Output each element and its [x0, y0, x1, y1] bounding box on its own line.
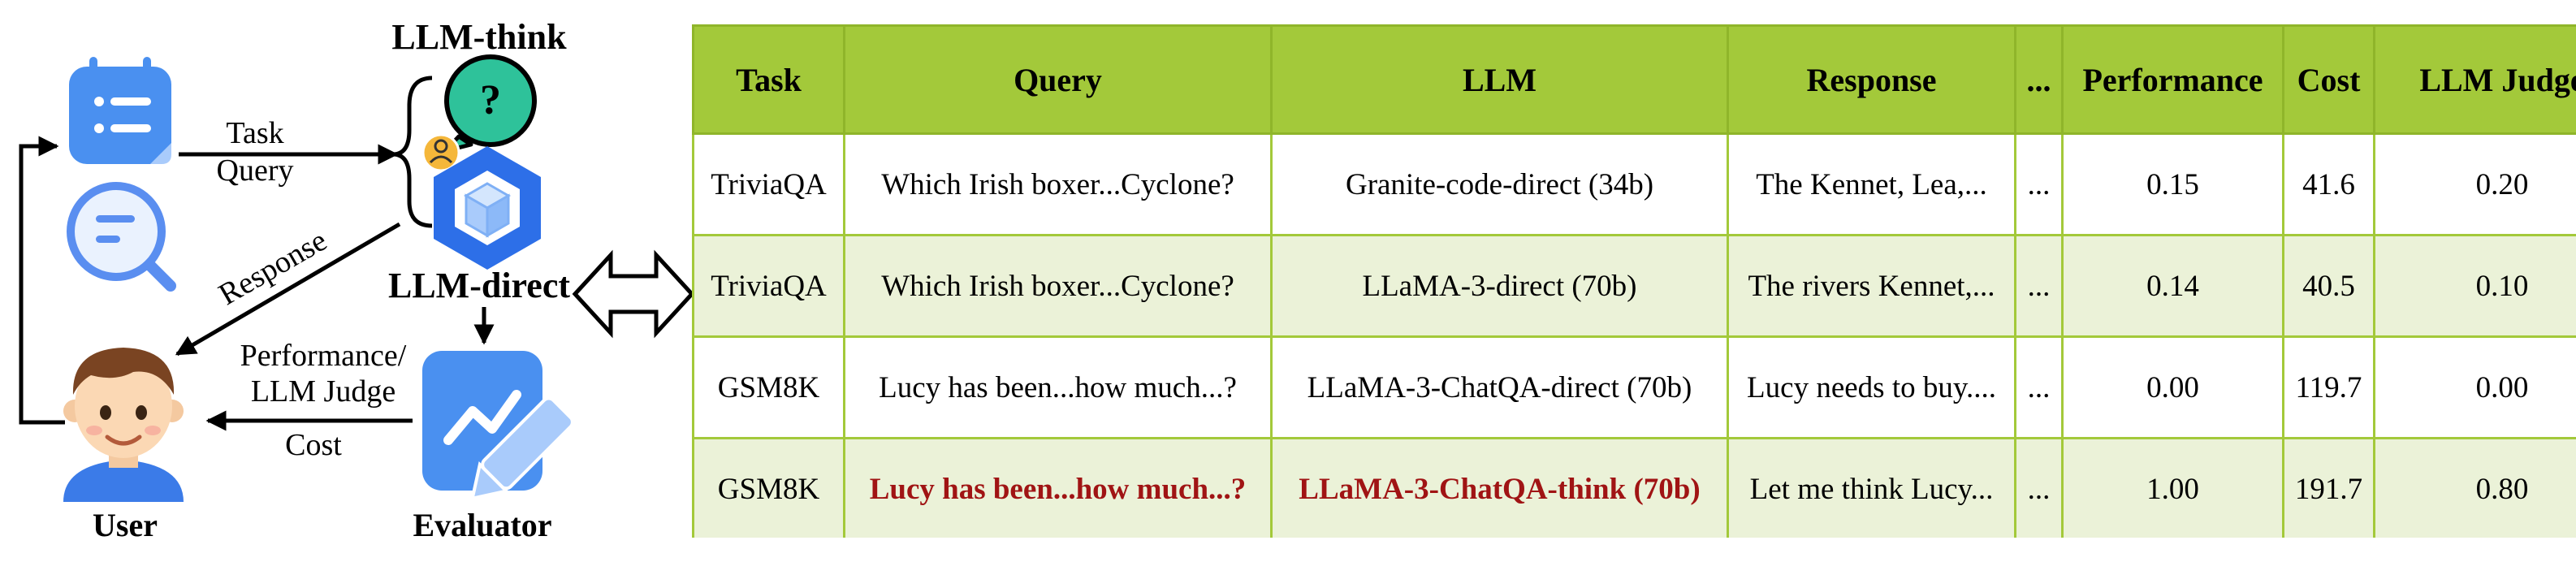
cell-llm: Granite-code-direct (34b)	[1270, 132, 1729, 236]
header-response: Response	[1727, 24, 2016, 135]
user-avatar-icon	[63, 348, 184, 502]
performance-label: Performance/	[240, 339, 407, 373]
cell-query: Lucy has been...how much...?	[843, 335, 1273, 439]
table-row: TriviaQA Which Irish boxer...Cyclone? LL…	[692, 234, 2576, 338]
query-label: Query	[217, 153, 294, 188]
llm-direct-label: LLM-direct	[388, 266, 570, 305]
llm-results-table: Task Query LLM Response ... Performance …	[692, 24, 2576, 538]
cell-llm-highlighted: LLaMA-3-ChatQA-think (70b)	[1270, 437, 1729, 538]
table-row: TriviaQA Which Irish boxer...Cyclone? Gr…	[692, 132, 2576, 236]
cell-llm: LLaMA-3-direct (70b)	[1270, 234, 1729, 338]
cell-ellipsis: ...	[2014, 335, 2064, 439]
user-label: User	[93, 507, 158, 543]
cell-task: TriviaQA	[692, 132, 845, 236]
cell-performance: 1.00	[2061, 437, 2284, 538]
pipeline-diagram: Task Query LLM-think ? LLM-direct Respon…	[19, 17, 695, 543]
llm-think-label: LLM-think	[391, 17, 567, 57]
search-icon	[67, 182, 176, 292]
cell-cost: 191.7	[2282, 437, 2375, 538]
cell-llm-judge: 0.00	[2373, 335, 2576, 439]
cell-llm-judge: 0.80	[2373, 437, 2576, 538]
cell-response: Lucy needs to buy....	[1727, 335, 2016, 439]
cell-cost: 40.5	[2282, 234, 2375, 338]
cell-ellipsis: ...	[2014, 234, 2064, 338]
cell-ellipsis: ...	[2014, 132, 2064, 236]
cell-llm-judge: 0.10	[2373, 234, 2576, 338]
table-row: GSM8K Lucy has been...how much...? LLaMA…	[692, 335, 2576, 439]
cell-performance: 0.00	[2061, 335, 2284, 439]
table-row: GSM8K Lucy has been...how much...? LLaMA…	[692, 437, 2576, 538]
cell-query: Which Irish boxer...Cyclone?	[843, 132, 1273, 236]
cell-task: GSM8K	[692, 335, 845, 439]
cell-cost: 119.7	[2282, 335, 2375, 439]
cell-response: The rivers Kennet,...	[1727, 234, 2016, 338]
cell-response: The Kennet, Lea,...	[1727, 132, 2016, 236]
double-arrow-icon	[572, 249, 695, 339]
cell-task: GSM8K	[692, 437, 845, 538]
person-badge-icon	[421, 133, 460, 172]
header-task: Task	[692, 24, 845, 135]
calendar-icon	[69, 57, 171, 164]
header-performance: Performance	[2061, 24, 2284, 135]
evaluator-label: Evaluator	[413, 507, 551, 543]
cell-query: Which Irish boxer...Cyclone?	[843, 234, 1273, 338]
cell-task: TriviaQA	[692, 234, 845, 338]
header-llm: LLM	[1270, 24, 1729, 135]
llm-results-table-container: Task Query LLM Response ... Performance …	[692, 24, 2576, 538]
cell-llm: LLaMA-3-ChatQA-direct (70b)	[1270, 335, 1729, 439]
header-query: Query	[843, 24, 1273, 135]
task-label: Task	[226, 116, 283, 150]
question-mark: ?	[480, 77, 501, 123]
cell-ellipsis: ...	[2014, 437, 2064, 538]
cell-performance: 0.15	[2061, 132, 2284, 236]
llm-judge-label: LLM Judge	[251, 374, 395, 409]
cell-query-highlighted: Lucy has been...how much...?	[843, 437, 1273, 538]
cost-label: Cost	[285, 428, 342, 462]
cube-icon	[434, 146, 541, 270]
cell-performance: 0.14	[2061, 234, 2284, 338]
cell-cost: 41.6	[2282, 132, 2375, 236]
header-cost: Cost	[2282, 24, 2375, 135]
table-header-row: Task Query LLM Response ... Performance …	[692, 24, 2576, 135]
thinking-bubble-icon: ?	[443, 54, 537, 153]
header-ellipsis: ...	[2014, 24, 2064, 135]
evaluator-pen-icon	[422, 351, 574, 501]
cell-response: Let me think Lucy...	[1727, 437, 2016, 538]
cell-llm-judge: 0.20	[2373, 132, 2576, 236]
header-llm-judge: LLM Judge	[2373, 24, 2576, 135]
